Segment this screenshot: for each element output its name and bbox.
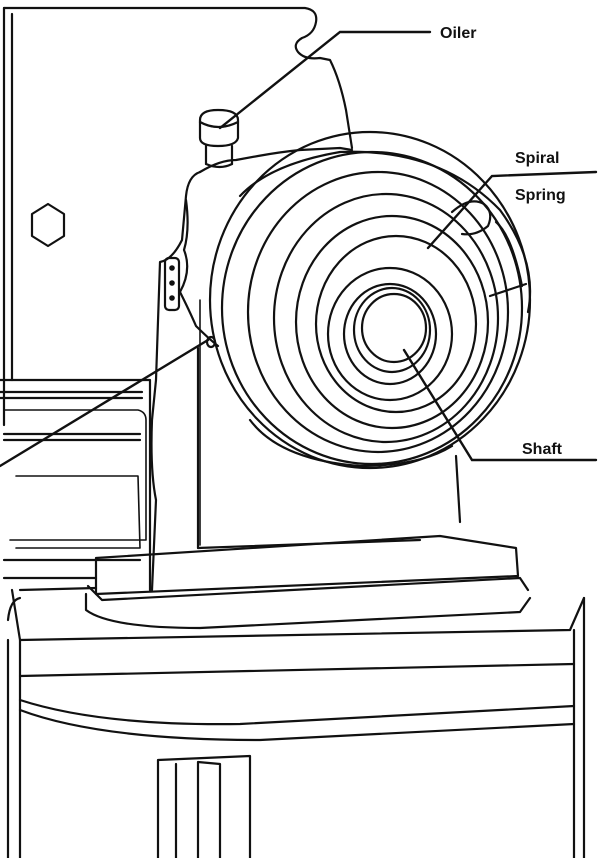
side-bolt-holes bbox=[163, 256, 181, 312]
lower-cabinet bbox=[6, 596, 586, 858]
spring-label: Spring bbox=[515, 187, 566, 204]
hex-bolt bbox=[30, 202, 66, 248]
oiler-cap bbox=[198, 108, 240, 169]
spring-end-tab bbox=[450, 200, 528, 298]
cabinet-door bbox=[156, 754, 252, 858]
oiler-label: Oiler bbox=[440, 25, 476, 42]
leader-lines bbox=[0, 30, 598, 468]
spiral-label: Spiral bbox=[515, 150, 559, 167]
shaft-label: Shaft bbox=[522, 441, 563, 458]
shaft bbox=[326, 266, 454, 402]
base-plates bbox=[6, 534, 586, 642]
spiral-spring-coil bbox=[208, 130, 532, 470]
back-panel bbox=[0, 6, 354, 592]
